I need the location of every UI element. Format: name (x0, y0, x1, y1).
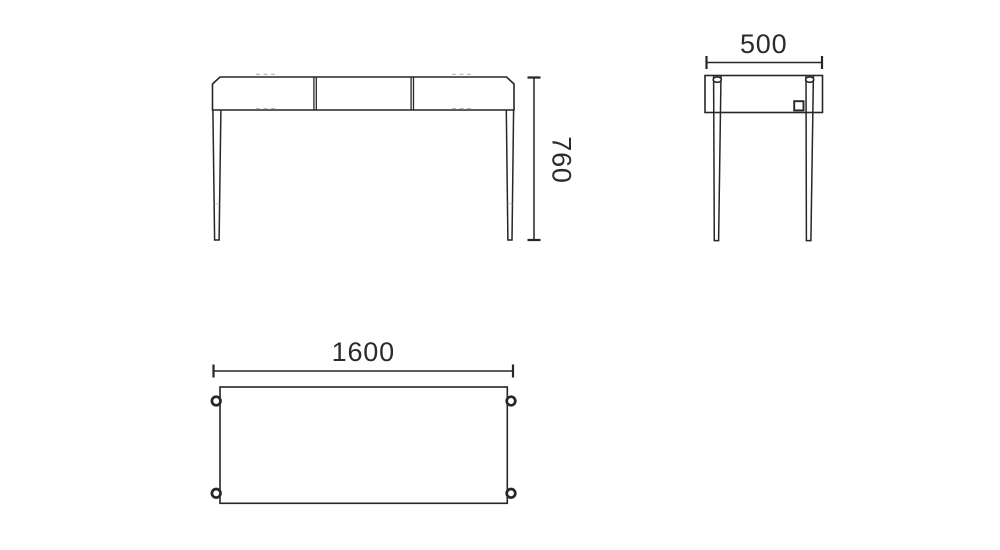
depth-dimension: 500 (705, 29, 824, 69)
hidden-detail-dashes (256, 73, 474, 110)
side-view: 500 (704, 29, 824, 242)
height-dimension: 760 (527, 76, 577, 242)
width-dimension: 1600 (212, 337, 515, 378)
front-right-leg (505, 109, 515, 241)
side-rear-leg (805, 75, 815, 242)
width-dimension-ticks (212, 364, 515, 378)
drawer-divider-right (410, 77, 415, 110)
leg-ring-bottom-right (505, 487, 517, 499)
top-view: 1600 (210, 337, 517, 505)
leg-ring-top-left (210, 395, 222, 407)
front-left-leg (212, 109, 222, 241)
depth-dimension-label: 500 (740, 29, 787, 59)
side-front-leg (712, 75, 722, 242)
width-dimension-label: 1600 (332, 337, 395, 367)
height-dimension-label: 760 (547, 136, 577, 183)
depth-dimension-ticks (705, 56, 824, 69)
side-grommet-square (793, 100, 805, 112)
leg-fastener-right (804, 76, 815, 84)
front-view: 760 (211, 73, 577, 242)
drawing-root: 760 500 (210, 29, 824, 505)
drawer-divider-left (313, 77, 317, 110)
top-desktop-outline (219, 386, 509, 505)
height-dimension-ticks (527, 76, 541, 242)
side-apron-outline (704, 74, 824, 114)
leg-ring-top-right (505, 395, 517, 407)
front-apron-outline (211, 76, 515, 111)
leg-fastener-left (712, 76, 723, 84)
leg-ring-bottom-left (210, 487, 222, 499)
